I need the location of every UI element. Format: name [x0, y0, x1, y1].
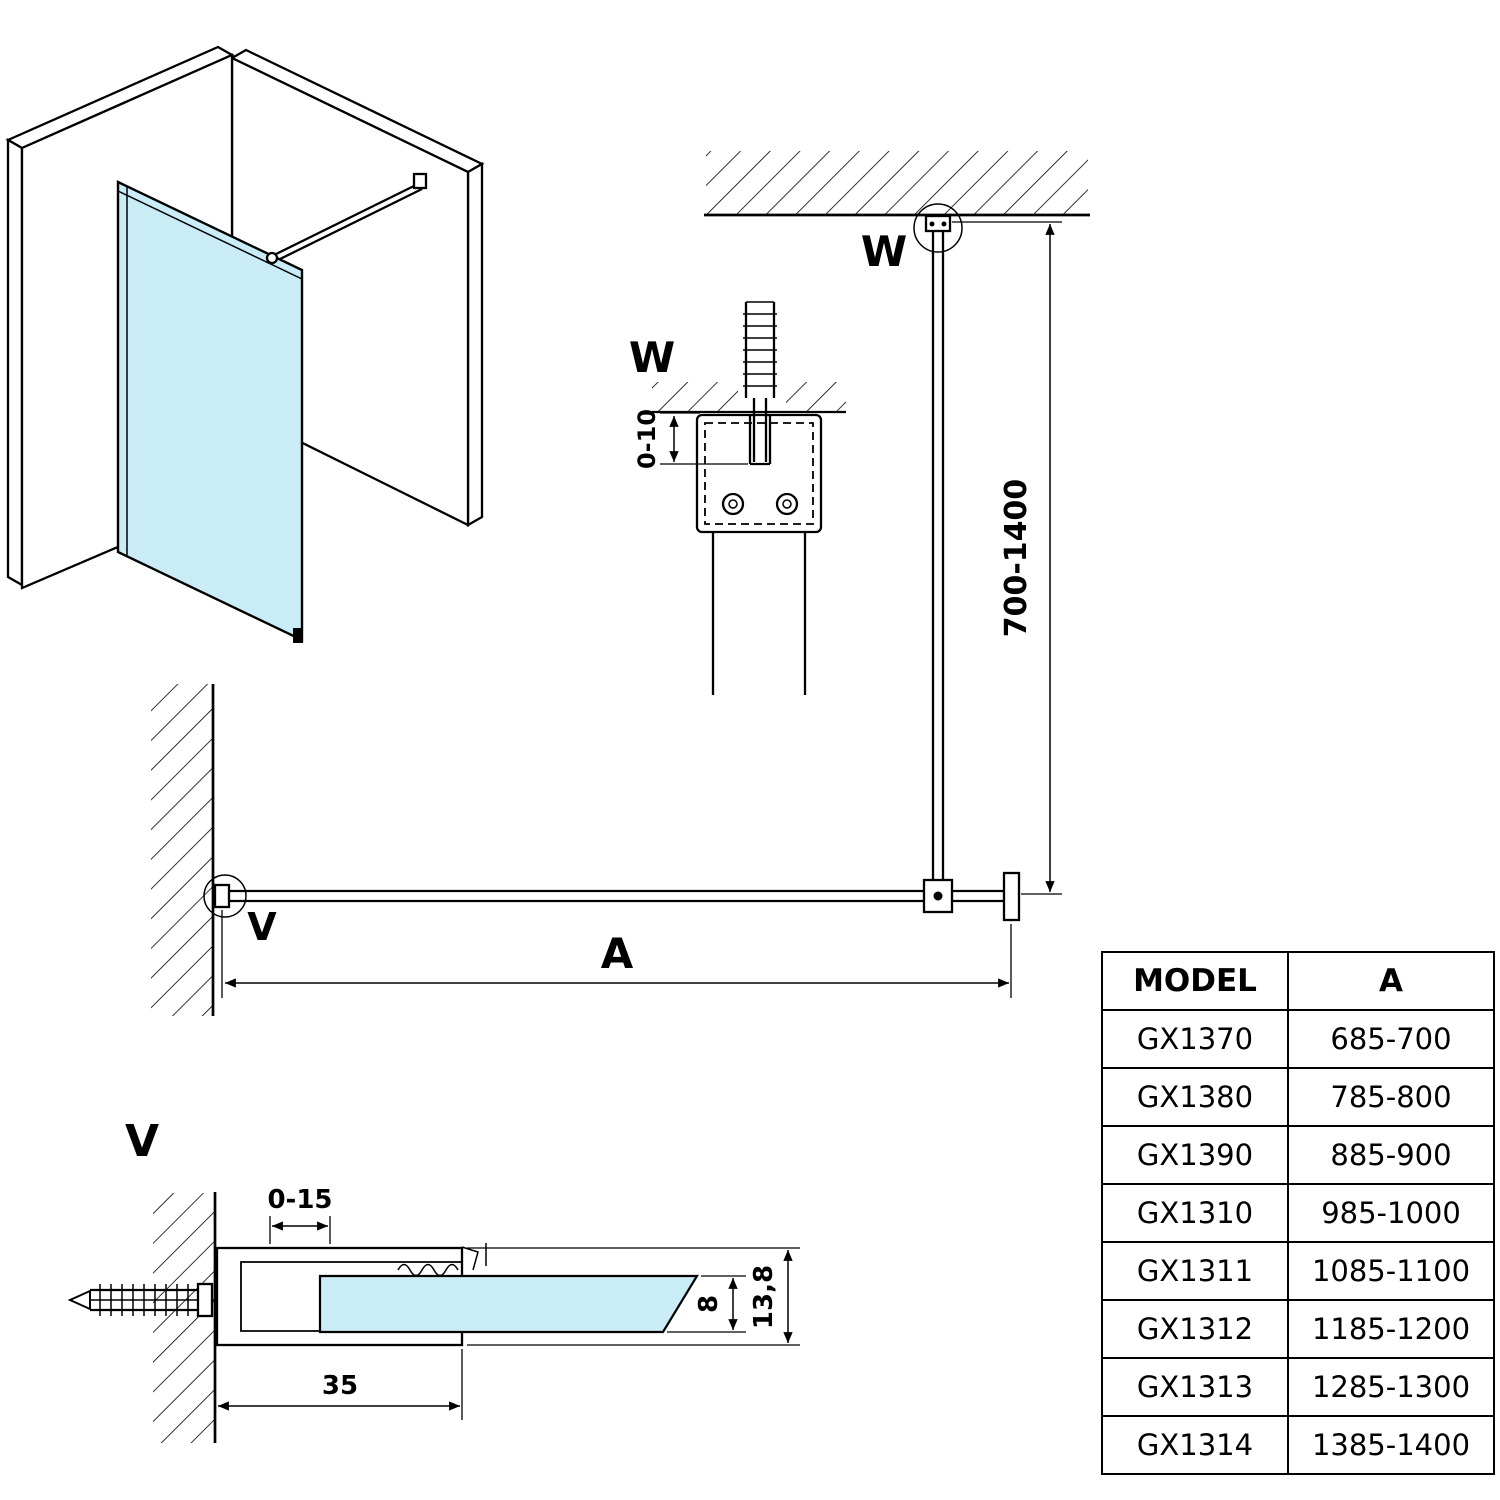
glass-top-profile	[117, 190, 303, 280]
ceiling-bracket	[695, 413, 823, 534]
bar-wall-mount	[412, 172, 428, 190]
cell-a: 785-800	[1287, 1067, 1495, 1127]
dim-glass-inset-text: 0-15	[267, 1185, 332, 1215]
detail-w-view: W	[629, 300, 846, 695]
dim-bracket-adjust-text: 0-10	[633, 409, 661, 469]
wall-anchor	[67, 1282, 215, 1318]
wall-hatch	[151, 684, 213, 1016]
end-plate	[1002, 871, 1021, 922]
bracket-slot	[748, 415, 772, 466]
clamp-screw	[933, 891, 943, 901]
table-row: GX1310 985-1000	[1101, 1183, 1495, 1243]
cell-a: 1085-1100	[1287, 1241, 1495, 1301]
elevation-view: 700-1400 A W V	[151, 151, 1090, 1016]
cell-a: 1185-1200	[1287, 1299, 1495, 1359]
label-detail-w-title: W	[629, 333, 675, 382]
bar-section-lines	[711, 532, 807, 695]
glass-foot	[293, 628, 303, 643]
detail-v-callout-circle	[203, 874, 247, 918]
dimension-profile-height: 13,8	[467, 1247, 800, 1346]
dimension-bracket-adjust: 0-10	[633, 409, 748, 469]
dimension-profile-depth: 35	[217, 1349, 463, 1420]
label-detail-w-callout: W	[861, 227, 907, 276]
detail-w-callout-circle	[913, 203, 963, 253]
wall-bracket	[213, 883, 231, 909]
ceiling-hatch	[706, 151, 1088, 215]
cell-model: GX1311	[1101, 1241, 1289, 1301]
cell-a: 885-900	[1287, 1125, 1495, 1185]
cell-a: 1385-1400	[1287, 1415, 1495, 1475]
glass-top-edge	[216, 889, 1004, 903]
cell-model: GX1314	[1101, 1415, 1289, 1475]
bracket-inner-dashed	[704, 422, 814, 525]
cell-model: GX1312	[1101, 1299, 1289, 1359]
label-detail-v-title: V	[125, 1116, 159, 1167]
gasket-seal	[397, 1243, 487, 1277]
dim-panel-width-text: A	[601, 929, 634, 978]
table-row: GX1314 1385-1400	[1101, 1415, 1495, 1475]
anchor-screw-vertical	[743, 300, 777, 462]
cell-model: GX1380	[1101, 1067, 1289, 1127]
dimension-glass-thickness: 8	[667, 1275, 746, 1333]
ceiling-mount	[924, 214, 952, 233]
detail-v-view: V	[67, 1116, 800, 1443]
dim-glass-thickness-text: 8	[694, 1295, 724, 1313]
label-detail-v-callout: V	[247, 905, 277, 949]
cell-model: GX1370	[1101, 1009, 1289, 1069]
table-row: GX1380 785-800	[1101, 1067, 1495, 1127]
mount-screw-left	[929, 221, 935, 227]
back-wall-side-edge	[466, 162, 484, 527]
model-table: MODEL A GX1370 685-700 GX1380 785-800 GX…	[1101, 951, 1495, 1475]
detail-v-wall-hatch	[153, 1193, 214, 1443]
ceiling-support-bar	[931, 216, 945, 884]
cell-a: 1285-1300	[1287, 1357, 1495, 1417]
dimension-glass-inset: 0-15	[267, 1185, 333, 1244]
support-bar-iso	[271, 172, 428, 264]
cell-a: 685-700	[1287, 1009, 1495, 1069]
glass-section	[318, 1274, 699, 1334]
table-header-row: MODEL A	[1101, 951, 1495, 1011]
dimension-panel-width: A	[221, 910, 1012, 998]
dimension-bar-length: 700-1400	[952, 221, 1062, 895]
isometric-view	[5, 45, 485, 643]
table-row: GX1390 885-900	[1101, 1125, 1495, 1185]
mount-screw-right	[941, 221, 947, 227]
left-wall-side-edge	[6, 138, 24, 587]
cell-model: GX1390	[1101, 1125, 1289, 1185]
table-row: GX1370 685-700	[1101, 1009, 1495, 1069]
bar-glass-clamp	[265, 251, 279, 265]
detail-w-hatch-right	[786, 382, 846, 411]
table-row: GX1313 1285-1300	[1101, 1357, 1495, 1417]
dim-profile-height-text: 13,8	[749, 1265, 779, 1329]
header-model: MODEL	[1101, 951, 1289, 1011]
cell-model: GX1310	[1101, 1183, 1289, 1243]
cell-model: GX1313	[1101, 1357, 1289, 1417]
cell-a: 985-1000	[1287, 1183, 1495, 1243]
detail-w-hatch-left	[652, 382, 738, 411]
dim-profile-depth-text: 35	[322, 1371, 358, 1401]
header-a: A	[1287, 951, 1495, 1011]
dim-bar-length-text: 700-1400	[999, 479, 1034, 638]
table-row: GX1311 1085-1100	[1101, 1241, 1495, 1301]
table-row: GX1312 1185-1200	[1101, 1299, 1495, 1359]
bracket-bolts	[721, 492, 799, 516]
